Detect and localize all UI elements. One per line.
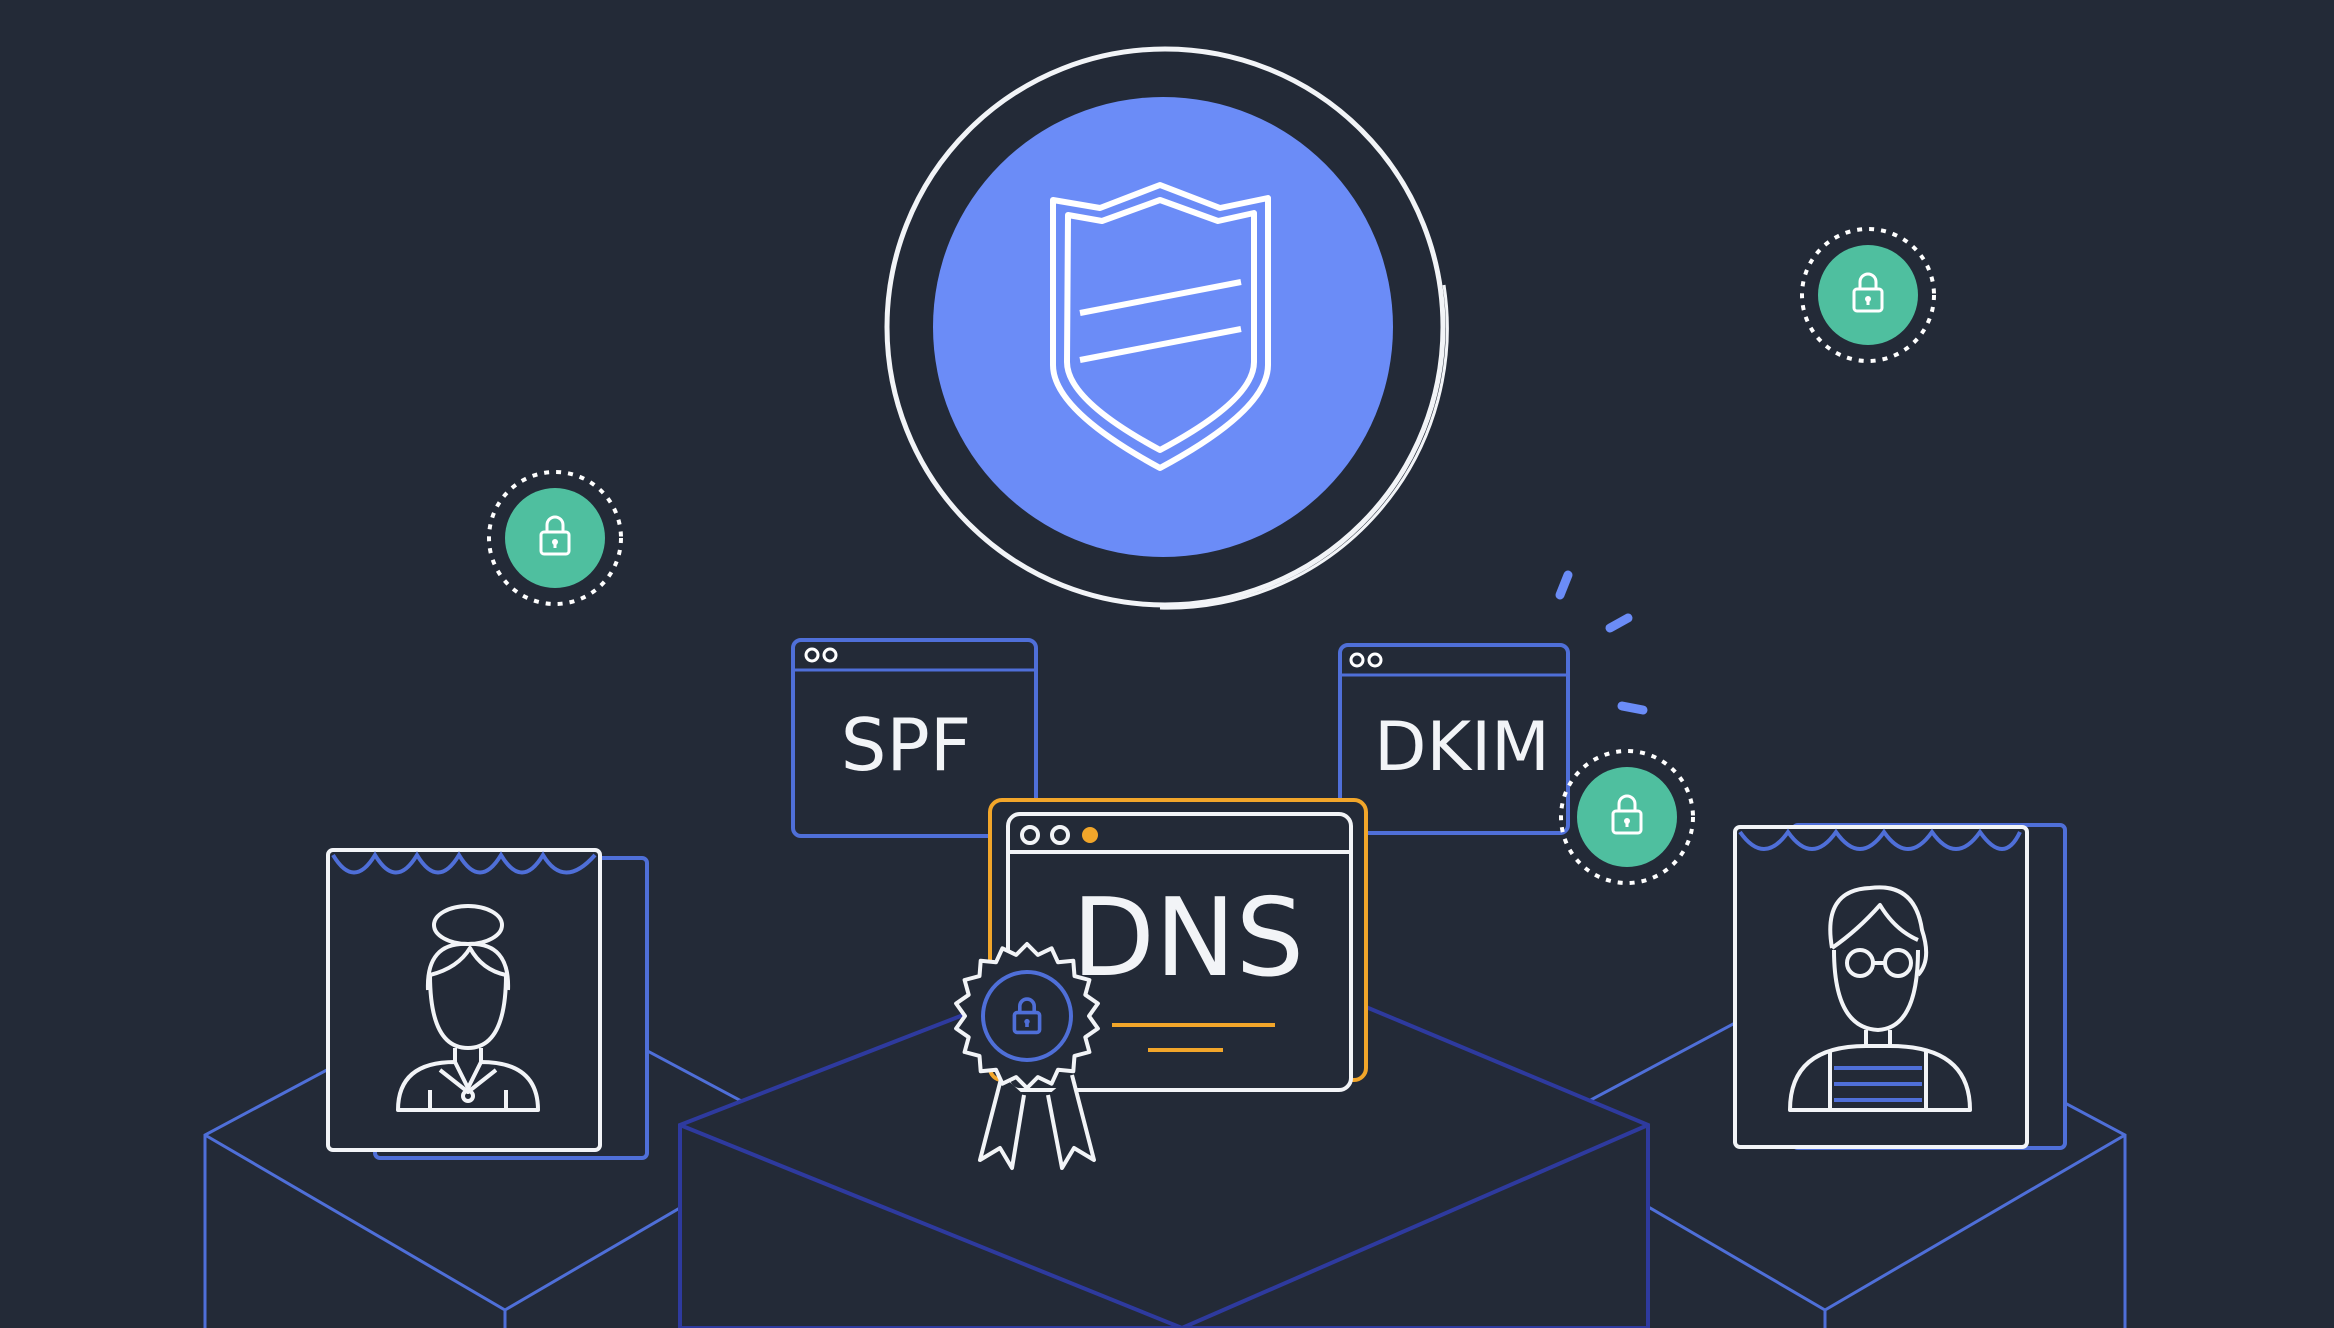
shirt-stripes [1834, 1066, 1922, 1102]
padlock-icon [1012, 997, 1042, 1035]
dkim-window: DKIM [1338, 643, 1570, 835]
shield-emblem [884, 46, 1449, 610]
woman-avatar-icon [396, 904, 540, 1112]
lock-badge-dkim [1559, 749, 1695, 885]
woman-profile-card [326, 848, 649, 1160]
dkim-label: DKIM [1374, 708, 1550, 787]
man-with-glasses-avatar-icon [1788, 885, 1972, 1112]
dns-label: DNS [1072, 876, 1305, 1001]
sparkle-dashes [1555, 570, 1648, 715]
man-profile-card [1733, 823, 2067, 1150]
lock-badge-left [487, 470, 623, 606]
shield-icon [1050, 182, 1271, 471]
certificate-seal-icon [954, 942, 1100, 1090]
lock-badge-top-right [1800, 227, 1936, 363]
spf-window: SPF [791, 638, 1038, 838]
certificate-seal [954, 942, 1100, 1170]
spf-label: SPF [841, 703, 972, 787]
